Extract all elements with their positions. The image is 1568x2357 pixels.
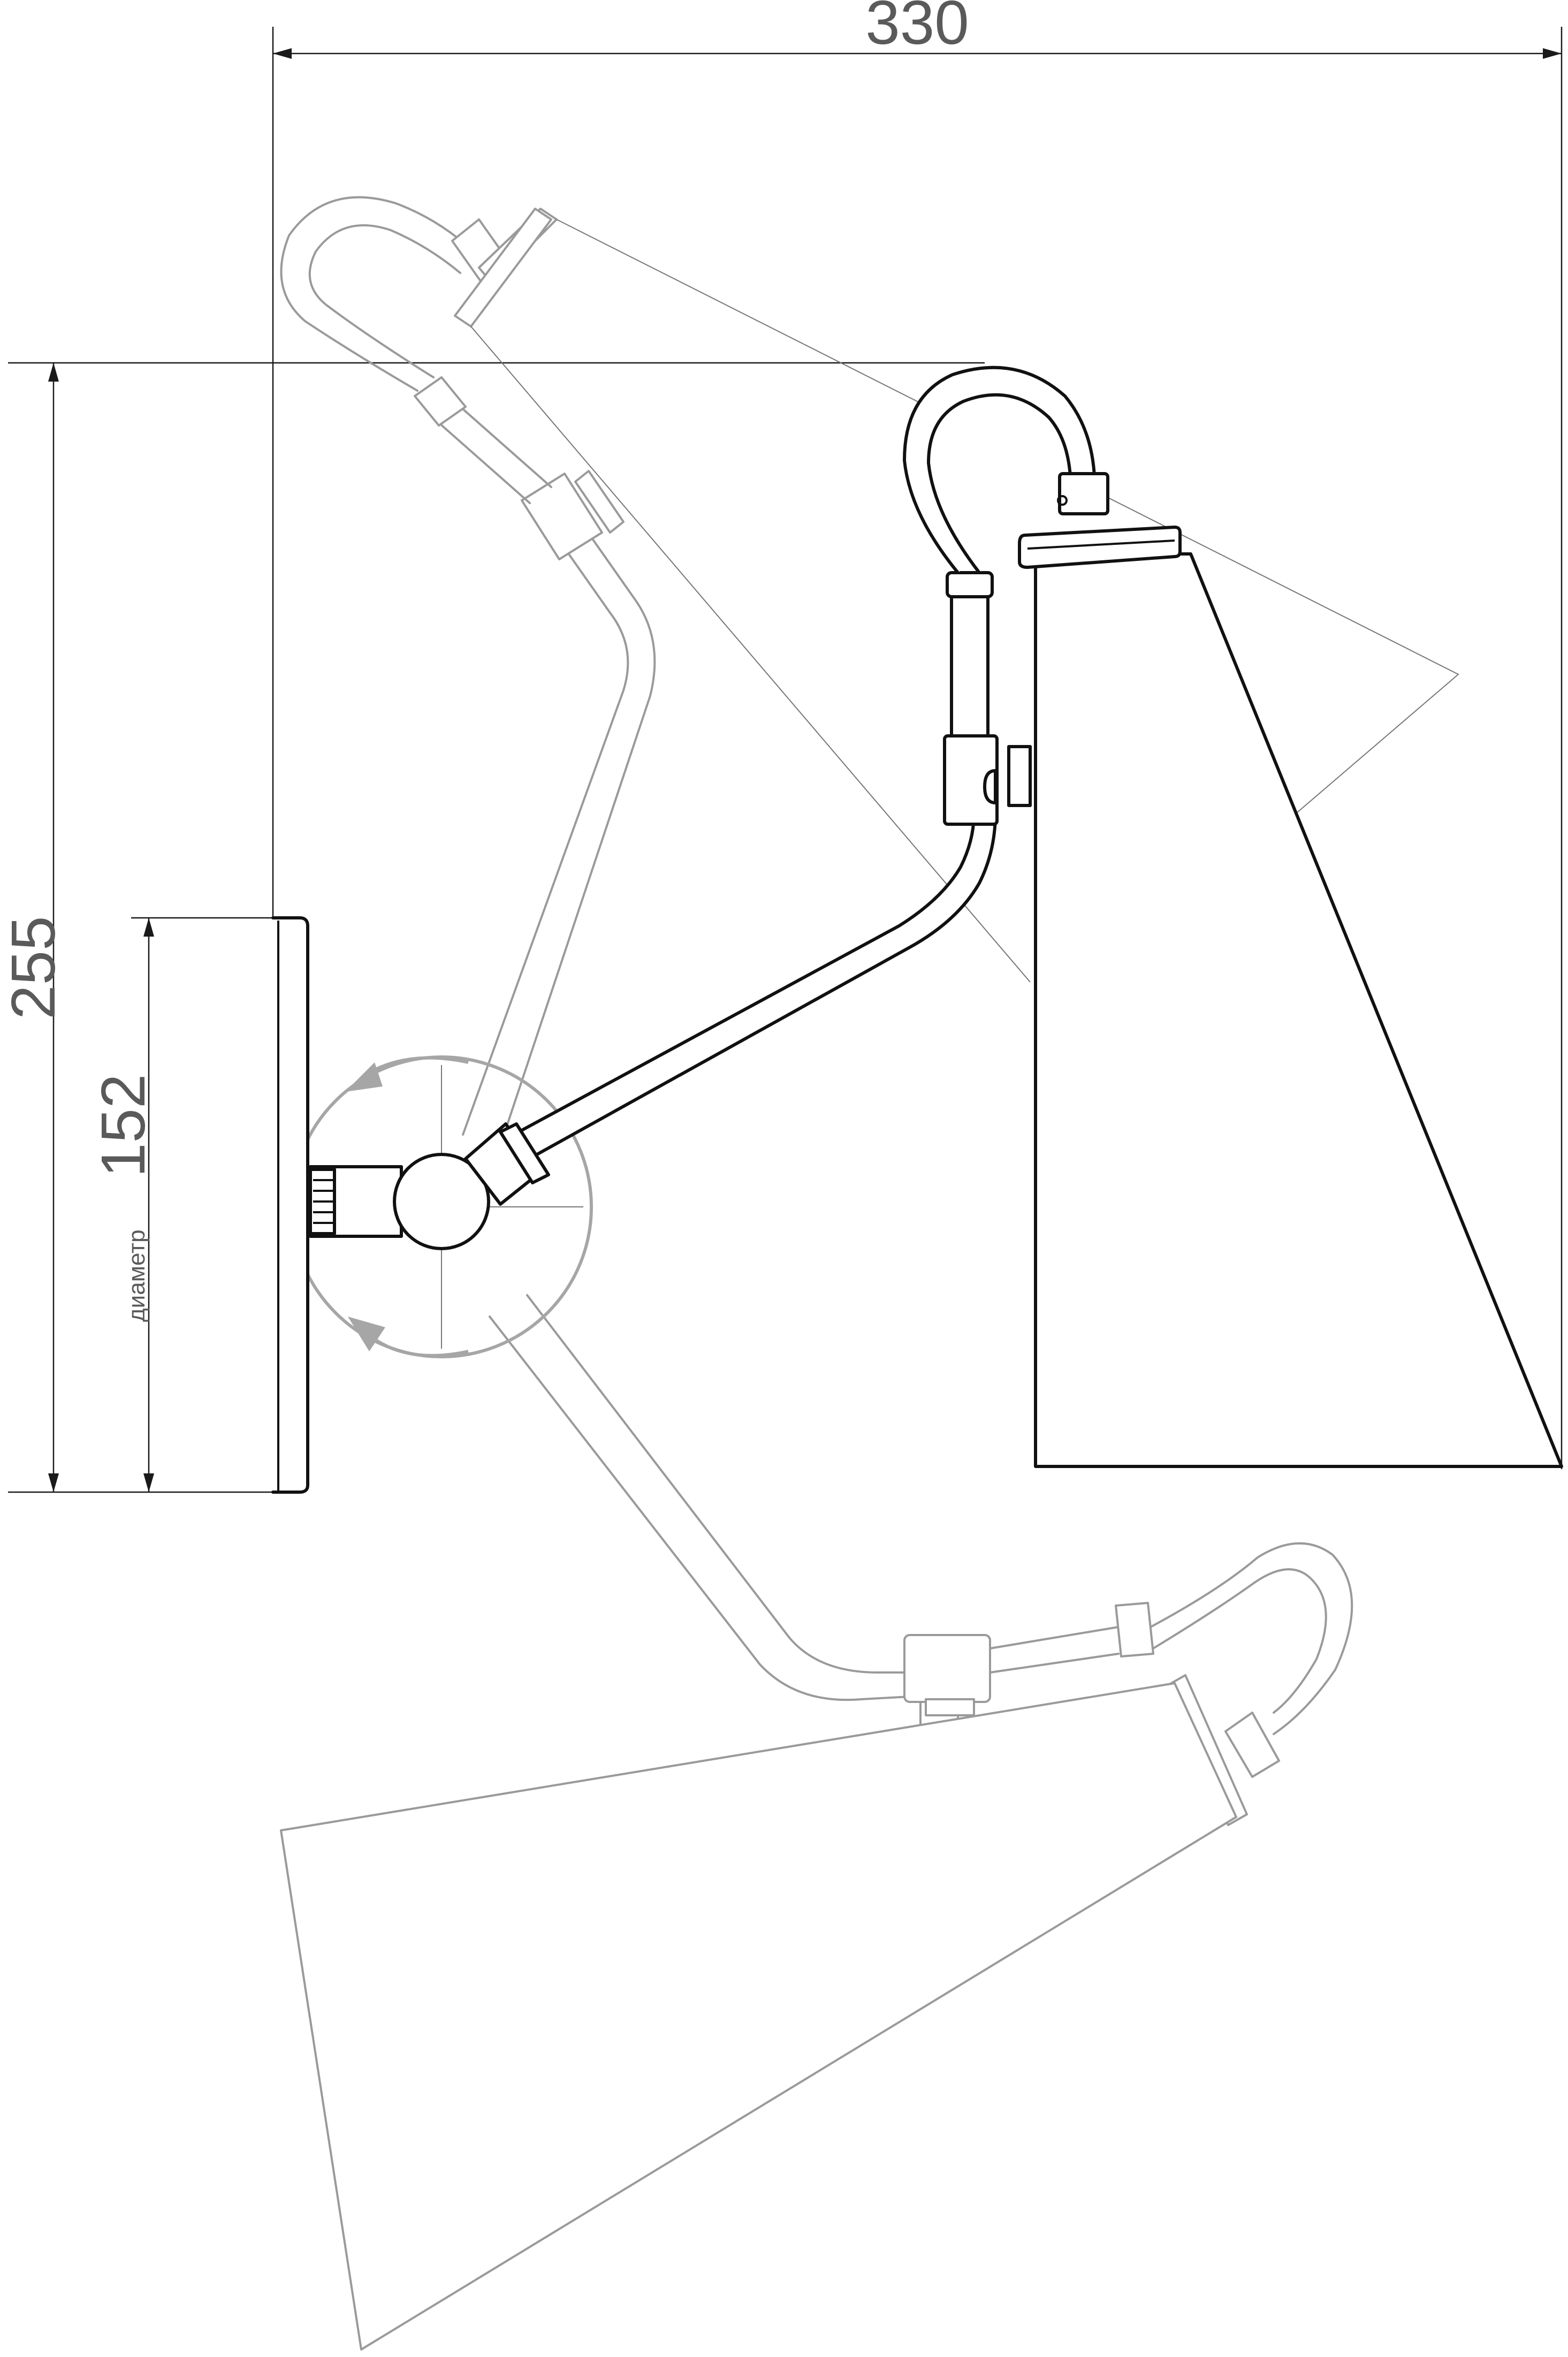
diameter-label: диаметр: [124, 1229, 150, 1322]
pivot-joint: [309, 1153, 490, 1250]
height-value: 255: [0, 916, 68, 1020]
lamp-shade: [1018, 526, 1563, 1468]
height-dimension: 255: [0, 362, 985, 1493]
diameter-value: 152: [88, 1074, 158, 1177]
ghost-position-raised: [280, 196, 1459, 1146]
diameter-dimension: 152 диаметр: [88, 917, 278, 1492]
width-value: 330: [865, 0, 969, 57]
lamp-stem: [903, 366, 1109, 826]
wall-plate: [271, 916, 309, 1494]
width-dimension: 330: [272, 0, 1563, 1469]
rotate-down-arrow-icon: [348, 1317, 469, 1357]
ghost-position-lowered: [280, 1294, 1353, 2351]
rotate-up-arrow-icon: [345, 1056, 469, 1092]
